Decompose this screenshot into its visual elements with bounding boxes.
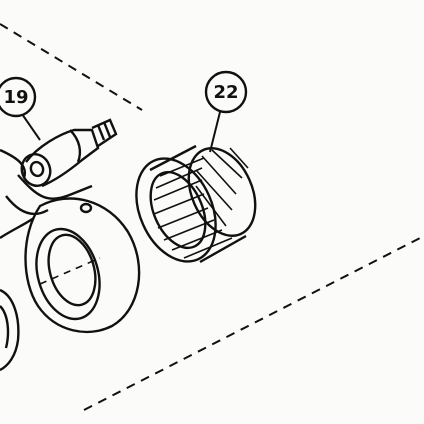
bearing-outer-right: [187, 147, 257, 237]
bolt-thread-1: [96, 124, 106, 141]
rod-shank-mid: [5, 195, 49, 216]
needle-roller: [195, 185, 227, 227]
needle-roller: [195, 169, 233, 211]
needle-roller: [153, 179, 203, 201]
oil-hole: [79, 202, 93, 214]
callout-22-circle: [204, 70, 248, 114]
bolt-thread-shank: [91, 118, 118, 147]
left-ring-partial: [0, 288, 20, 372]
needle-roller: [201, 155, 237, 195]
connecting-rod: [0, 148, 141, 372]
needle-roller: [157, 207, 209, 229]
needle-roller: [155, 167, 203, 189]
bearing-outer-left: [135, 157, 217, 263]
dashed-boundary-lines: [0, 23, 424, 411]
big-end-bore: [35, 227, 101, 321]
needle-roller: [229, 147, 249, 169]
left-ring-partial-inner: [0, 305, 10, 349]
bolt-thread-2: [102, 121, 112, 138]
needle-roller: [159, 157, 205, 177]
callout-19-circle: [0, 76, 37, 118]
bearing-inner-left: [149, 170, 207, 250]
callout-19-leader: [21, 113, 41, 141]
rod-shank-lower: [0, 217, 35, 239]
needle-roller: [171, 229, 223, 251]
needle-roller: [211, 149, 243, 179]
rod-shank-upper: [17, 174, 93, 200]
needle-rollers: [153, 147, 249, 259]
rod-shank-top: [0, 148, 27, 179]
big-end-axis: [39, 257, 101, 285]
bearing-top-edge: [149, 144, 197, 172]
callout-22: 22: [204, 70, 248, 153]
bearing-bottom-edge: [199, 234, 247, 264]
needle-roller: [153, 193, 205, 215]
bolt-head-socket: [29, 160, 45, 178]
callout-19-label: 19: [3, 87, 28, 108]
dashed-line-lower: [83, 235, 424, 411]
callout-19: 19: [0, 76, 41, 141]
callout-22-leader: [209, 111, 221, 153]
needle-roller: [183, 237, 233, 259]
bolt-body: [25, 128, 100, 188]
needle-roller: [163, 219, 215, 241]
callout-22-label: 22: [213, 82, 238, 103]
bolt-head-face: [20, 153, 52, 187]
big-end-bore-inner: [47, 233, 97, 307]
dashed-line-upper: [0, 23, 143, 111]
small-end-bolt: [20, 118, 118, 188]
bolt-shoulder: [69, 129, 82, 163]
big-end-outer: [24, 197, 141, 334]
needle-bearing: [135, 144, 257, 264]
